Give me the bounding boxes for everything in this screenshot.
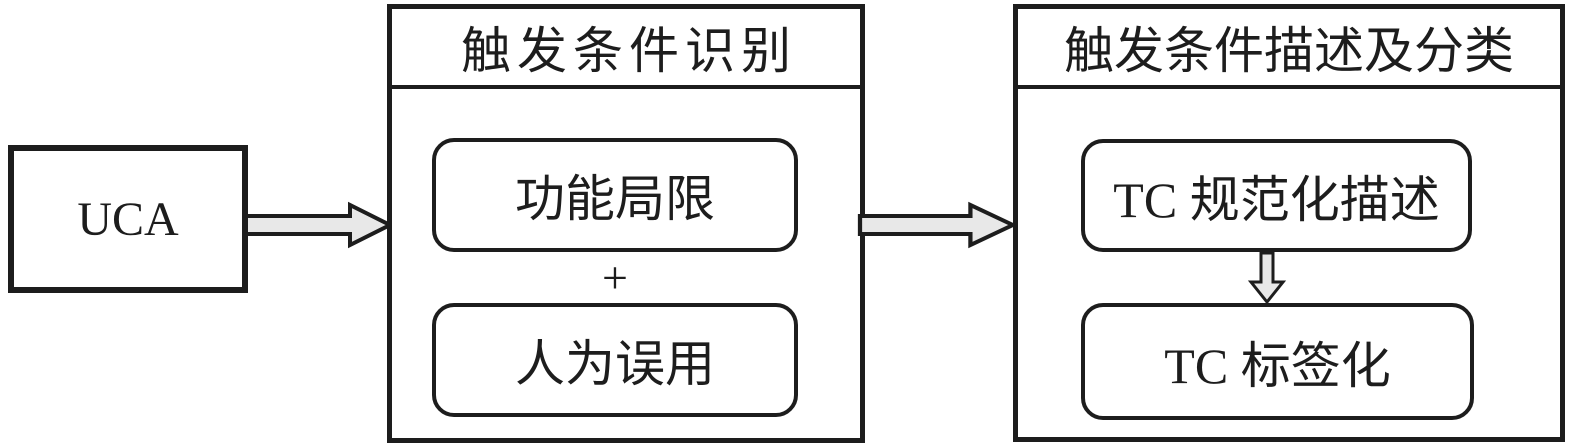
plus-sign: + <box>602 252 628 303</box>
functional-limitation-node: 功能局限 <box>432 138 798 252</box>
panel-title-description: 触发条件描述及分类 <box>1018 9 1560 89</box>
arrow-right-icon <box>857 201 1018 249</box>
tc-standardized-description-node: TC 规范化描述 <box>1081 139 1472 252</box>
tc-labeling-node: TC 标签化 <box>1081 303 1474 420</box>
panel-title-identification: 触发条件识别 <box>392 9 860 89</box>
trigger-condition-identification-panel: 触发条件识别 功能局限 + 人为误用 <box>387 4 865 443</box>
trigger-condition-description-panel: 触发条件描述及分类 TC 规范化描述 TC 标签化 <box>1013 4 1565 442</box>
tc-standardized-description-label: TC 规范化描述 <box>1113 171 1440 228</box>
arrow-right-icon <box>244 201 395 249</box>
tc-labeling-label: TC 标签化 <box>1164 337 1391 394</box>
human-misuse-node: 人为误用 <box>432 303 798 417</box>
arrow-down-icon <box>1247 251 1287 305</box>
functional-limitation-label: 功能局限 <box>515 171 715 227</box>
human-misuse-label: 人为误用 <box>515 336 715 392</box>
uca-label: UCA <box>77 192 179 246</box>
uca-node: UCA <box>8 145 248 293</box>
